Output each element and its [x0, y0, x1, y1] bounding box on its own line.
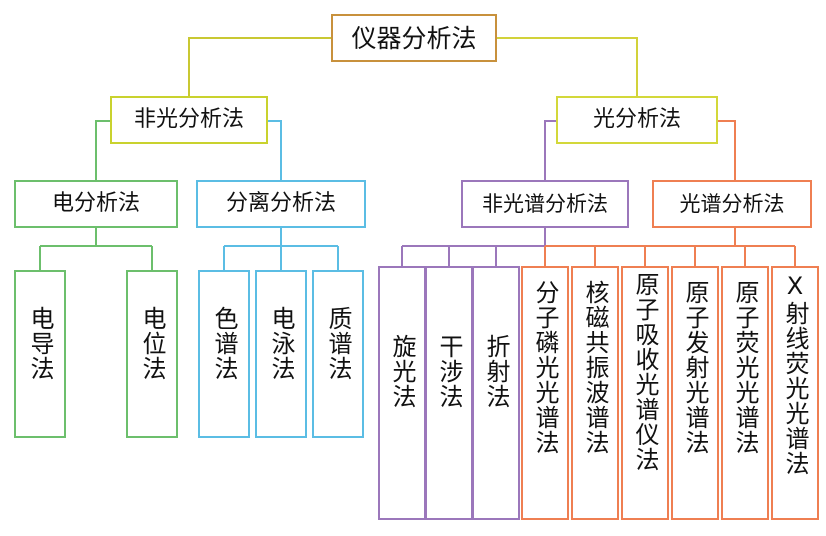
- node-non-optical-label: 非光分析法: [133, 107, 244, 133]
- leaf-label: 分子磷光光谱法: [531, 280, 559, 455]
- leaf-label: 原子吸收光谱仪法: [631, 272, 659, 472]
- node-non-spectral-label: 非光谱分析法: [482, 191, 608, 216]
- node-electro-label: 电分析法: [51, 191, 140, 217]
- leaf-label: 原子发射光谱法: [681, 280, 709, 455]
- node-non-optical[interactable]: 非光分析法: [110, 96, 268, 144]
- leaf-label: 原子荧光光谱法: [731, 280, 759, 455]
- leaf-separation-2[interactable]: 质谱法: [312, 270, 364, 438]
- leaf-label: 旋光法: [388, 334, 416, 409]
- leaf-spectral-1[interactable]: 核磁共振波谱法: [571, 266, 619, 520]
- node-separation[interactable]: 分离分析法: [196, 180, 366, 228]
- node-separation-label: 分离分析法: [225, 191, 336, 217]
- leaf-non-spectral-0[interactable]: 旋光法: [378, 266, 426, 520]
- leaf-separation-1[interactable]: 电泳法: [255, 270, 307, 438]
- leaf-label: 核磁共振波谱法: [581, 280, 609, 455]
- node-optical[interactable]: 光分析法: [556, 96, 718, 144]
- leaf-non-spectral-1[interactable]: 干涉法: [425, 266, 473, 520]
- leaf-spectral-4[interactable]: 原子荧光光谱法: [721, 266, 769, 520]
- leaf-spectral-2[interactable]: 原子吸收光谱仪法: [621, 266, 669, 520]
- node-spectral-label: 光谱分析法: [679, 191, 785, 216]
- node-electro[interactable]: 电分析法: [14, 180, 178, 228]
- node-root-label: 仪器分析法: [351, 23, 477, 53]
- leaf-label: 电位法: [138, 306, 166, 381]
- leaf-label: 电导法: [26, 306, 54, 381]
- leaf-label: X射线荧光光谱法: [781, 272, 809, 476]
- leaf-non-spectral-2[interactable]: 折射法: [472, 266, 520, 520]
- leaf-spectral-3[interactable]: 原子发射光谱法: [671, 266, 719, 520]
- leaf-label: 质谱法: [324, 306, 352, 381]
- leaf-separation-0[interactable]: 色谱法: [198, 270, 250, 438]
- node-spectral[interactable]: 光谱分析法: [652, 180, 812, 228]
- node-non-spectral[interactable]: 非光谱分析法: [461, 180, 629, 228]
- leaf-label: 干涉法: [435, 334, 463, 409]
- leaf-spectral-5[interactable]: X射线荧光光谱法: [771, 266, 819, 520]
- node-root[interactable]: 仪器分析法: [331, 14, 497, 62]
- leaf-label: 色谱法: [210, 306, 238, 381]
- leaf-label: 折射法: [482, 334, 510, 409]
- leaf-spectral-0[interactable]: 分子磷光光谱法: [521, 266, 569, 520]
- leaf-label: 电泳法: [267, 306, 295, 381]
- leaf-electro-1[interactable]: 电位法: [126, 270, 178, 438]
- leaf-electro-0[interactable]: 电导法: [14, 270, 66, 438]
- node-optical-label: 光分析法: [592, 107, 681, 133]
